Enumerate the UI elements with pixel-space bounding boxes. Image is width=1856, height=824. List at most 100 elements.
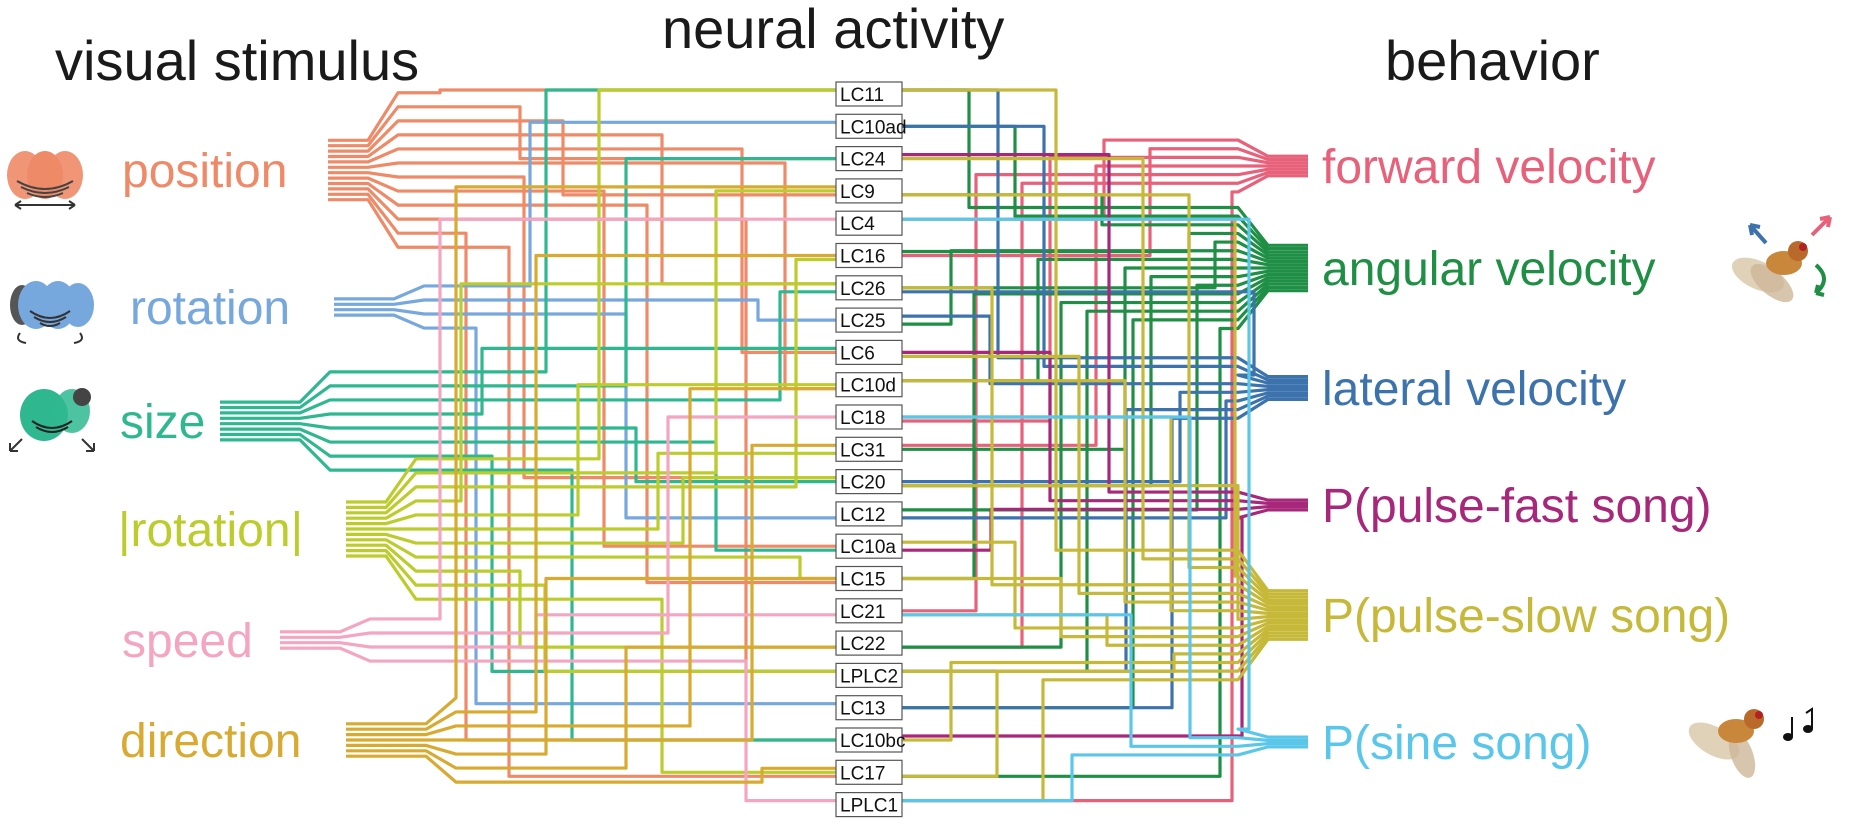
stimulus-label: direction [120, 715, 301, 768]
output-wire [902, 153, 1308, 502]
neuron-label: LC16 [840, 247, 885, 268]
input-wire [346, 189, 836, 509]
neuron-label: LC24 [840, 150, 886, 171]
neuron-lc4: LC4 [835, 210, 903, 236]
neuron-lc20: LC20 [835, 469, 903, 495]
output-wire [902, 508, 1308, 738]
neuron-label: LC4 [840, 214, 875, 235]
input-wire [328, 192, 836, 742]
neuron-box [835, 630, 903, 656]
output-wire [902, 634, 1308, 778]
neuron-lplc1: LPLC1 [835, 791, 903, 818]
neuron-box [835, 469, 903, 495]
fly-singing-icon [1688, 709, 1764, 778]
size-stimulus-icon [9, 388, 95, 452]
output-wire [902, 240, 1308, 290]
neuron-lc16: LC16 [835, 242, 903, 269]
neuron-lc10d: LC10d [835, 372, 903, 398]
neuron-lc21: LC21 [835, 598, 903, 624]
neuron-box [835, 533, 903, 559]
output-wire [902, 576, 1308, 639]
neuron-label: LPLC2 [840, 666, 898, 687]
neuron-box [835, 791, 903, 818]
neuron-lc15: LC15 [835, 565, 903, 592]
input-wire [346, 383, 836, 526]
input-wire [346, 443, 836, 742]
input-wire [280, 613, 836, 649]
input-wire [220, 88, 836, 404]
neuron-label: LC11 [840, 85, 884, 106]
neuron-lc25: LC25 [835, 307, 903, 333]
neuron-box [835, 178, 903, 204]
neuron-box [835, 307, 903, 333]
neuron-label: LC20 [840, 473, 885, 494]
behavior-label: P(pulse-slow song) [1322, 590, 1730, 643]
output-wire [902, 279, 1308, 649]
neuron-lc10bc: LC10bc [835, 727, 906, 753]
neuron-lc18: LC18 [835, 404, 903, 430]
input-wire [220, 438, 836, 742]
output-wire [902, 540, 1308, 630]
neuron-label: LC15 [840, 570, 885, 591]
output-wire [902, 505, 1308, 552]
output-wire [902, 415, 1308, 742]
behavior-label: P(sine song) [1322, 717, 1591, 770]
output-wire [902, 289, 1308, 778]
neuron-lc13: LC13 [835, 695, 903, 721]
neuron-lc10a: LC10a [835, 533, 903, 559]
behavior-label: forward velocity [1322, 141, 1655, 194]
output-wire [902, 290, 1308, 385]
neuron-box [835, 565, 903, 592]
neuron-label: LC31 [840, 440, 885, 461]
output-wire [902, 745, 1308, 803]
output-wire [902, 167, 1308, 613]
output-wire [902, 379, 1308, 612]
output-wire [902, 613, 1308, 748]
output-wire [902, 631, 1308, 742]
heading-visual-stimulus: visual stimulus [55, 29, 419, 92]
input-wire [346, 754, 836, 784]
output-wire [902, 397, 1308, 710]
input-wire [328, 171, 836, 480]
input-wire [328, 161, 836, 391]
neuron-label: LC13 [840, 699, 885, 720]
neuron-box [835, 242, 903, 269]
input-wire [328, 176, 836, 548]
neuron-box [835, 662, 903, 689]
input-wire [346, 554, 836, 774]
input-wire [346, 257, 836, 515]
input-wire [346, 476, 836, 545]
neuron-box [835, 404, 903, 430]
neuron-labels: LC11LC10adLC24LC9LC4LC16LC26LC25LC6LC10d… [835, 81, 907, 818]
fly-locomotion-icon [1731, 215, 1832, 303]
neuron-lc31: LC31 [835, 436, 903, 462]
input-wire [328, 147, 836, 354]
input-wire [280, 415, 836, 639]
behavior-label: P(pulse-fast song) [1322, 480, 1712, 533]
neuron-lc6: LC6 [835, 339, 903, 365]
neuron-label: LPLC1 [840, 796, 898, 817]
neuron-box [835, 210, 903, 236]
input-wire [346, 88, 836, 504]
neuron-box [835, 81, 903, 107]
input-wire [280, 646, 836, 803]
input-wire [334, 120, 836, 301]
neuron-lc10ad: LC10ad [835, 113, 907, 139]
stimulus-label: speed [122, 615, 253, 668]
neuron-label: LC22 [840, 634, 885, 655]
neuron-label: LC10d [840, 376, 896, 397]
output-wire [902, 217, 1308, 739]
neuron-label: LC12 [840, 505, 885, 526]
neuron-lc17: LC17 [835, 759, 903, 785]
output-wire [902, 286, 1308, 606]
input-wire [346, 185, 836, 726]
neuron-box [835, 727, 903, 753]
rotation-stimulus-icon [10, 281, 94, 344]
neuron-lc22: LC22 [835, 630, 903, 656]
heading-neural-activity: neural activity [662, 0, 1004, 60]
input-wire [328, 88, 836, 142]
neuron-label: LC10ad [840, 117, 907, 138]
connection-wires [220, 88, 1308, 803]
stimulus-label: position [122, 145, 287, 198]
